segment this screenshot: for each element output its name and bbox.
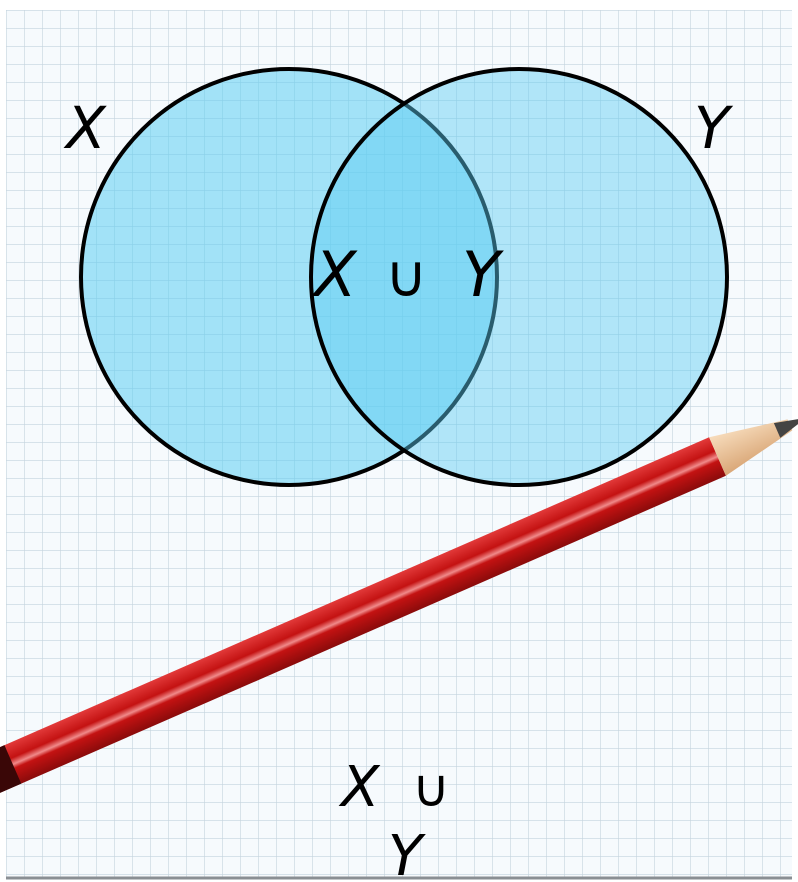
caption: X ∪ Y	[338, 755, 450, 882]
pencil-illustration	[0, 417, 798, 795]
caption-x: X	[338, 755, 381, 820]
set-x-label: X	[63, 94, 107, 162]
set-y-circle	[309, 67, 729, 487]
intersection-label-x: X	[311, 238, 358, 311]
set-x-circle	[79, 67, 499, 487]
caption-y: Y	[388, 824, 426, 882]
caption-union: ∪	[412, 759, 450, 819]
venn-circles	[79, 67, 729, 487]
intersection-label-y: Y	[462, 238, 504, 311]
intersection-label: X ∪ Y	[311, 238, 504, 311]
intersection-label-union: ∪	[385, 242, 427, 310]
set-y-label: Y	[694, 94, 734, 162]
